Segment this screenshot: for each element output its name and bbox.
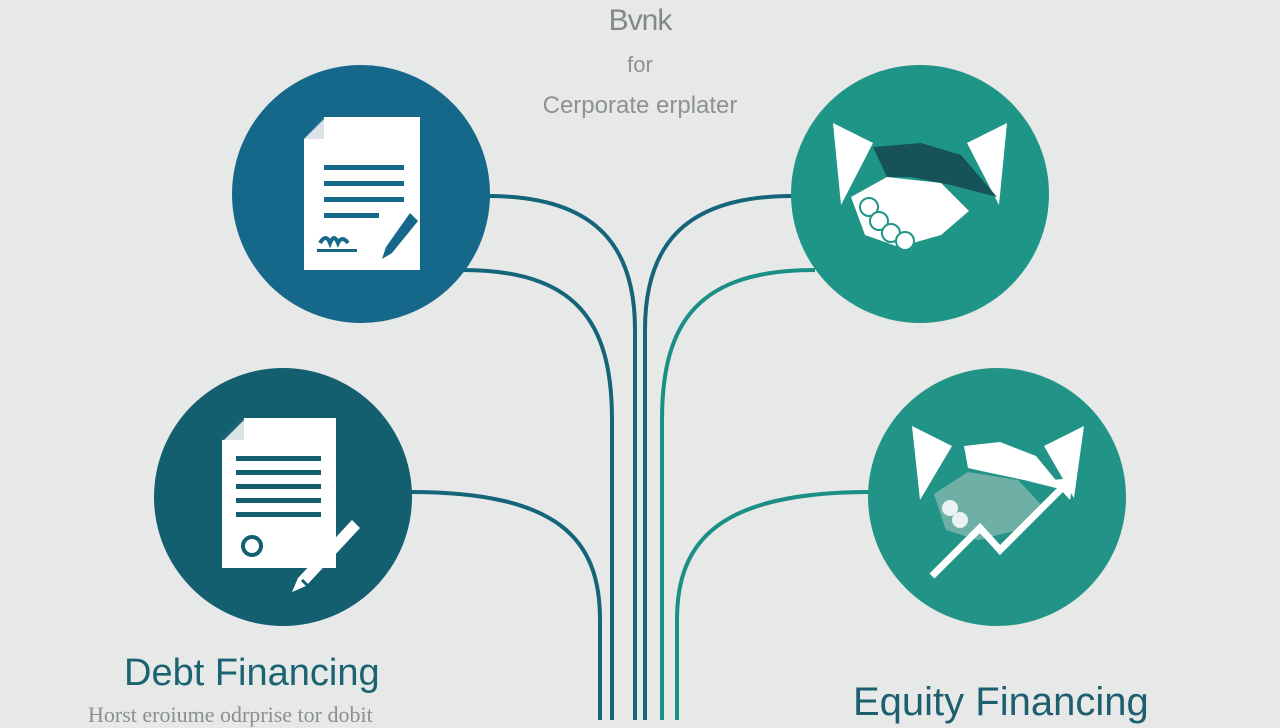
header-title: Bvnk xyxy=(608,4,673,37)
header-caption: Cerporate erplater xyxy=(542,92,738,119)
connector-left-top-outer xyxy=(487,194,637,720)
equity-handshake-node-bottom xyxy=(868,368,1126,626)
connector-right-bottom xyxy=(675,490,871,720)
header-subtitle: for xyxy=(627,52,653,77)
handshake-icon xyxy=(833,123,1007,251)
connector-right-top-outer xyxy=(643,194,793,720)
document-pen-icon xyxy=(222,418,360,592)
debt-financing-subtitle: Horst eroiume odrprise tor dobit xyxy=(88,702,373,727)
debt-financing-title: Debt Financing xyxy=(124,652,380,694)
equity-financing-title: Equity Financing xyxy=(853,680,1149,724)
connector-left-top-inner xyxy=(461,268,614,720)
debt-document-node-bottom xyxy=(154,368,412,626)
document-signature-icon xyxy=(304,117,420,270)
handshake-growth-icon xyxy=(912,426,1084,579)
connector-left-bottom xyxy=(409,490,602,720)
connector-right-top-inner xyxy=(660,268,816,720)
equity-handshake-node-top xyxy=(791,65,1049,323)
debt-document-node-top xyxy=(232,65,490,323)
